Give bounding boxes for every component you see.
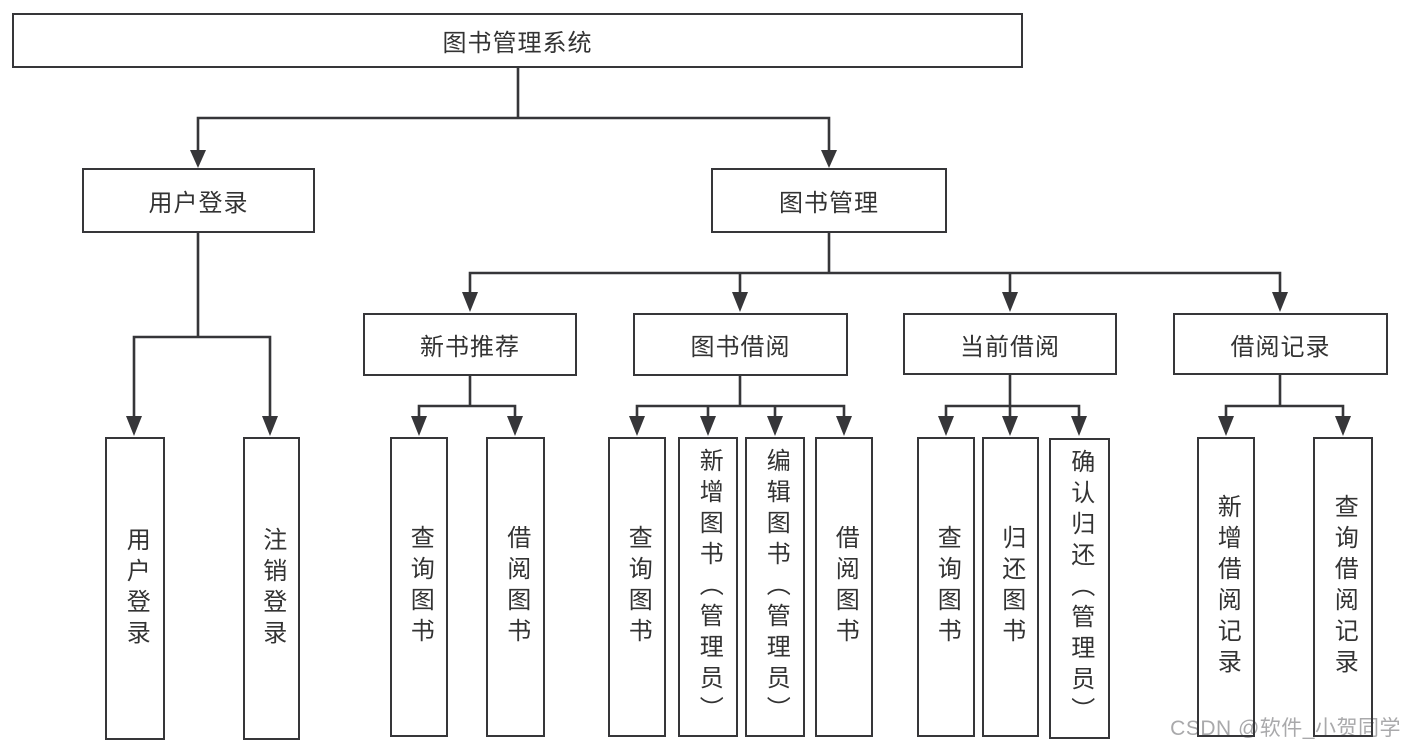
node-label: 查询借阅记录 <box>1330 494 1358 680</box>
node-library-management-system: 图书管理系统 <box>12 13 1023 68</box>
node-leaf-query-books-current: 查询图书 <box>917 437 975 737</box>
arrowhead-icon <box>1218 416 1234 436</box>
node-label: 新增借阅记录 <box>1213 494 1241 680</box>
node-leaf-borrow-books: 借阅图书 <box>815 437 873 737</box>
arrowhead-icon <box>732 292 748 312</box>
connector-borrowing-to-leaves <box>635 374 846 420</box>
node-leaf-query-books-recommend: 查询图书 <box>390 437 448 737</box>
node-label: 图书借阅 <box>690 334 791 361</box>
connector-current-to-leaves <box>944 373 1081 420</box>
connector-root-to-level2 <box>196 66 831 152</box>
node-user-login-group: 用户登录 <box>82 168 315 233</box>
node-leaf-confirm-return-admin: 确认归还（管理员） <box>1049 438 1110 739</box>
arrowhead-icon <box>629 416 645 436</box>
arrowhead-icon <box>126 416 142 436</box>
node-label: 借阅记录 <box>1230 333 1331 361</box>
connector-newbook-to-leaves <box>417 374 517 420</box>
node-label: 查询图书 <box>406 525 434 649</box>
arrowhead-icon <box>1272 292 1288 312</box>
node-label: 图书管理 <box>779 190 879 217</box>
node-leaf-query-books-borrowing: 查询图书 <box>608 437 666 737</box>
arrowhead-icon <box>1335 416 1351 436</box>
node-label: 新书推荐 <box>420 334 520 361</box>
arrowhead-icon <box>462 292 478 312</box>
node-label: 借阅图书 <box>831 525 859 649</box>
node-label: 查询图书 <box>933 525 961 649</box>
node-label: 图书管理系统 <box>442 30 593 57</box>
node-book-borrowing: 图书借阅 <box>633 313 848 376</box>
node-label: 新增图书（管理员） <box>695 447 723 727</box>
arrowhead-icon <box>190 150 206 168</box>
node-label: 用户登录 <box>122 526 150 651</box>
node-leaf-query-borrow-record: 查询借阅记录 <box>1313 437 1373 737</box>
node-label: 编辑图书（管理员） <box>762 447 790 727</box>
arrowheads <box>126 150 1351 436</box>
node-current-borrowing: 当前借阅 <box>903 313 1117 375</box>
node-label: 确认归还（管理员） <box>1066 449 1094 728</box>
arrowhead-icon <box>1002 292 1018 312</box>
node-leaf-logout: 注销登录 <box>243 437 300 740</box>
arrowhead-icon <box>1071 416 1087 436</box>
node-leaf-user-login: 用户登录 <box>105 437 165 740</box>
node-leaf-add-books-admin: 新增图书（管理员） <box>678 437 738 737</box>
node-leaf-add-borrow-record: 新增借阅记录 <box>1197 437 1255 737</box>
arrowhead-icon <box>507 416 523 436</box>
arrowhead-icon <box>262 416 278 436</box>
node-label: 借阅图书 <box>502 525 530 649</box>
node-book-management: 图书管理 <box>711 168 947 233</box>
node-label: 注销登录 <box>258 526 286 651</box>
node-borrowing-records: 借阅记录 <box>1173 313 1388 375</box>
arrowhead-icon <box>1002 416 1018 436</box>
node-leaf-return-books: 归还图书 <box>982 437 1039 737</box>
connector-userlogin-to-leaves <box>132 231 272 420</box>
arrowhead-icon <box>767 416 783 436</box>
arrowhead-icon <box>821 150 837 168</box>
arrowhead-icon <box>700 416 716 436</box>
node-label: 用户登录 <box>148 190 249 217</box>
connector-bookmgmt-to-level3 <box>468 231 1282 296</box>
csdn-watermark: CSDN @软件_小贺同学 <box>1170 717 1401 740</box>
node-leaf-borrow-books-recommend: 借阅图书 <box>486 437 545 737</box>
node-leaf-edit-books-admin: 编辑图书（管理员） <box>745 437 805 737</box>
arrowhead-icon <box>938 416 954 436</box>
node-label: 查询图书 <box>624 525 652 649</box>
node-label: 当前借阅 <box>960 333 1060 361</box>
node-label: 归还图书 <box>997 525 1025 649</box>
arrowhead-icon <box>836 416 852 436</box>
node-new-book-recommend: 新书推荐 <box>363 313 577 376</box>
connector-records-to-leaves <box>1224 373 1345 420</box>
arrowhead-icon <box>411 416 427 436</box>
